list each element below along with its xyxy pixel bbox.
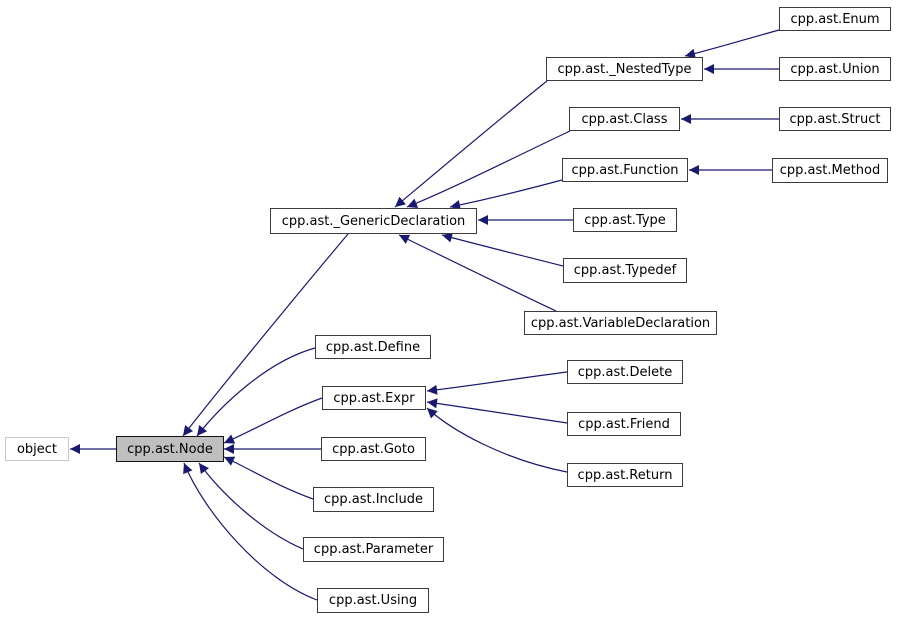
inheritance-edge-using-to-node [183, 462, 318, 601]
class-box-method[interactable]: cpp.ast.Method [772, 158, 888, 183]
inheritance-edge-include-to-node [223, 456, 314, 500]
inheritance-edge-return-to-expr [426, 407, 568, 473]
inheritance-edge-class-to-generic [406, 130, 571, 208]
inheritance-edge-vardecl-to-generic [398, 234, 557, 312]
class-box-node[interactable]: cpp.ast.Node [116, 436, 224, 462]
inheritance-edge-friend-to-expr [426, 398, 568, 424]
class-box-using[interactable]: cpp.ast.Using [317, 588, 429, 613]
class-box-goto[interactable]: cpp.ast.Goto [321, 437, 426, 461]
inheritance-edge-generic-to-node [182, 233, 349, 437]
class-box-union[interactable]: cpp.ast.Union [779, 57, 891, 81]
inheritance-edge-delete-to-expr [426, 371, 568, 395]
inheritance-edge-expr-to-node [223, 397, 323, 444]
class-box-type[interactable]: cpp.ast.Type [573, 208, 677, 232]
class-box-return[interactable]: cpp.ast.Return [567, 463, 683, 487]
class-box-object: object [5, 437, 69, 461]
inheritance-edge-typedef-to-generic [441, 232, 564, 267]
class-box-parameter[interactable]: cpp.ast.Parameter [303, 537, 444, 562]
class-box-vardecl[interactable]: cpp.ast.VariableDeclaration [524, 311, 717, 335]
class-box-define[interactable]: cpp.ast.Define [315, 335, 431, 359]
class-box-typedef[interactable]: cpp.ast.Typedef [563, 258, 687, 283]
class-box-expr[interactable]: cpp.ast.Expr [322, 386, 426, 410]
class-box-function[interactable]: cpp.ast.Function [562, 158, 688, 182]
class-box-friend[interactable]: cpp.ast.Friend [567, 412, 681, 436]
class-box-class[interactable]: cpp.ast.Class [569, 107, 680, 131]
class-box-nested[interactable]: cpp.ast._NestedType [546, 57, 703, 81]
class-box-include[interactable]: cpp.ast.Include [313, 487, 434, 512]
inheritance-edge-nested-to-generic [394, 80, 548, 208]
inheritance-edge-enum-to-nested [684, 29, 780, 59]
class-box-delete[interactable]: cpp.ast.Delete [567, 360, 683, 384]
inheritance-edge-define-to-node [196, 347, 316, 437]
class-box-struct[interactable]: cpp.ast.Struct [779, 107, 891, 131]
class-box-enum[interactable]: cpp.ast.Enum [779, 7, 891, 31]
class-box-generic[interactable]: cpp.ast._GenericDeclaration [270, 208, 477, 234]
inheritance-edge-parameter-to-node [198, 462, 304, 550]
inheritance-edge-function-to-generic [449, 179, 563, 210]
